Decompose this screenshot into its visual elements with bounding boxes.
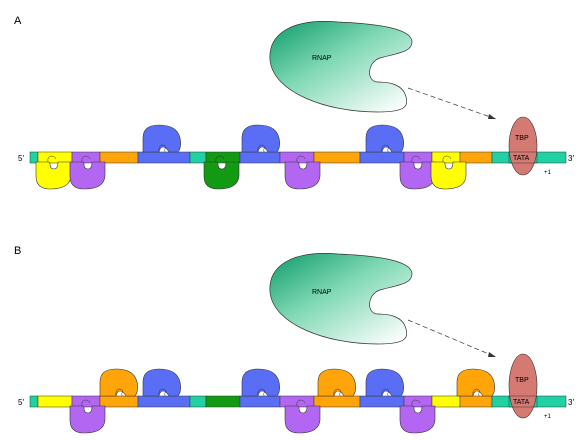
- five-prime-label-a: 5′: [18, 154, 24, 163]
- arrowhead-b: [488, 352, 496, 357]
- dna-strand-a: [29, 151, 567, 164]
- panel-b-letter: B: [14, 245, 21, 257]
- protein-blue-a2: [241, 124, 280, 153]
- recruitment-arrow-b: [407, 319, 497, 358]
- protein-blue-b1: [142, 368, 181, 397]
- panel-a: A RNAP TBP TATA: [14, 15, 574, 190]
- panel-b: B RNAP TBP TATA: [14, 245, 574, 434]
- protein-orange-b2: [317, 368, 356, 397]
- rnap-a: RNAP: [269, 21, 413, 113]
- plus-one-label-a: +1: [544, 170, 552, 176]
- plus-one-label-b: +1: [544, 414, 552, 420]
- tata-label-a: TATA: [513, 155, 530, 162]
- rnap-label-b: RNAP: [312, 289, 332, 296]
- protein-orange-b1: [99, 368, 138, 397]
- recruitment-arrow-a: [407, 87, 497, 120]
- tata-label-b: TATA: [513, 399, 530, 406]
- tbp-a: [508, 116, 538, 176]
- five-prime-label-b: 5′: [18, 398, 24, 407]
- protein-orange-b3: [456, 368, 495, 397]
- protein-blue-a1: [142, 124, 181, 153]
- three-prime-label-a: 3′: [568, 154, 574, 163]
- protein-blue-b2: [241, 368, 280, 397]
- protein-blue-b3: [365, 368, 404, 397]
- rnap-b: RNAP: [269, 253, 413, 345]
- tbp-label-b: TBP: [515, 377, 529, 384]
- rnap-label-a: RNAP: [312, 55, 332, 62]
- dna-strand-b: [29, 395, 567, 408]
- protein-blue-a3: [365, 124, 404, 153]
- three-prime-label-b: 3′: [568, 398, 574, 407]
- arrowhead-a: [488, 114, 496, 119]
- panel-a-letter: A: [14, 15, 22, 27]
- tbp-b: [508, 353, 538, 419]
- tbp-label-a: TBP: [515, 135, 529, 142]
